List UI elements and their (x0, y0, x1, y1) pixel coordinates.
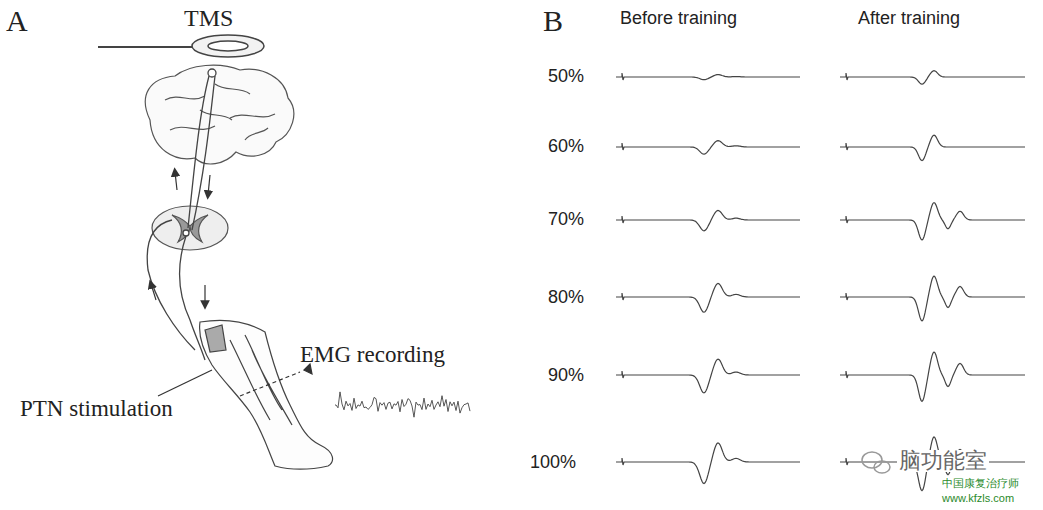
intensity-label: 90% (548, 366, 584, 384)
mep-trace (840, 135, 1025, 161)
intensity-label: 60% (548, 137, 584, 155)
mep-trace (616, 141, 800, 155)
mep-trace (840, 352, 1025, 401)
stimulation-label: PTN stimulation (20, 397, 173, 420)
wechat-icon (862, 452, 890, 473)
panel-letter: B (543, 6, 563, 36)
emg-traces (335, 71, 1025, 491)
mep-trace (840, 437, 1025, 491)
emg-signal (335, 392, 470, 417)
intensity-label: 100% (530, 453, 576, 471)
mep-trace (616, 443, 800, 484)
mep-trace (840, 203, 1025, 240)
direction-arrow (151, 172, 210, 305)
column-heading: After training (858, 9, 960, 27)
mep-trace (840, 71, 1025, 85)
nerve-pathway (147, 69, 216, 360)
mep-trace (616, 284, 800, 313)
watermark: 脑功能室 (897, 450, 989, 472)
intensity-label: 50% (548, 67, 584, 85)
mep-trace (616, 210, 800, 230)
probe-label: TMS (184, 6, 233, 30)
leader-line (158, 364, 312, 396)
intensity-label: 70% (548, 210, 584, 228)
column-heading: Before training (620, 9, 737, 27)
brain (145, 65, 293, 164)
tms-coil (98, 35, 264, 57)
watermark: 中国康复治疗师 (940, 478, 1021, 489)
intensity-label: 80% (548, 288, 584, 306)
mep-trace (616, 359, 800, 393)
mep-trace (840, 276, 1025, 321)
mep-trace (616, 73, 800, 80)
panel-letter: A (6, 6, 28, 36)
recording-label: EMG recording (300, 343, 445, 366)
watermark: www.kfzls.com (940, 493, 1016, 504)
